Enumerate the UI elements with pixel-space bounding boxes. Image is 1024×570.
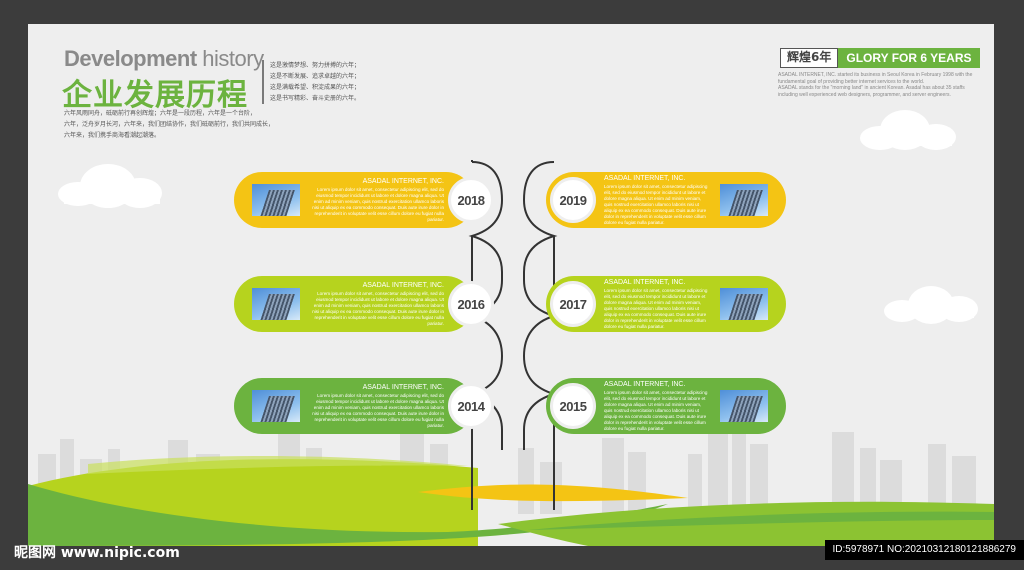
- milestone-2018: ASADAL INTERNET, INC. Lorem ipsum dolor …: [234, 172, 474, 228]
- building-photo: [720, 184, 768, 216]
- milestone-text: Lorem ipsum dolor sit amet, consectetur …: [604, 287, 708, 329]
- intro-line: 这是书写精彩、奋斗史册的六年。: [270, 95, 361, 102]
- company-name: ASADAL INTERNET, INC.: [604, 278, 686, 286]
- intro-line: 这是满载希望、积淀成果的六年；: [270, 84, 361, 91]
- milestone-text: Lorem ipsum dolor sit amet, consectetur …: [312, 186, 444, 222]
- title-english-light: history: [196, 46, 264, 71]
- year-badge-2016: 2016: [448, 281, 494, 327]
- milestone-2014: ASADAL INTERNET, INC. Lorem ipsum dolor …: [234, 378, 474, 434]
- badge-green-label: GLORY FOR 6 YEARS: [838, 48, 980, 68]
- year-badge-2019: 2019: [550, 177, 596, 223]
- milestone-text: Lorem ipsum dolor sit amet, consectetur …: [604, 183, 708, 225]
- intro-list: 这是激情梦想、努力拼搏的六年； 这是不断发展、追求卓越的六年； 这是满载希望、积…: [262, 60, 360, 104]
- building-photo: [252, 390, 300, 422]
- year-badge-2014: 2014: [448, 383, 494, 429]
- milestone-2016: ASADAL INTERNET, INC. Lorem ipsum dolor …: [234, 276, 474, 332]
- poster-board: Development history 企业发展历程 这是激情梦想、努力拼搏的六…: [28, 24, 994, 546]
- image-id-bar: ID:5978971 NO:20210312180121886279: [824, 540, 1024, 560]
- glory-badge: 辉煌6年 GLORY FOR 6 YEARS: [780, 48, 980, 68]
- company-name: ASADAL INTERNET, INC.: [362, 383, 444, 391]
- company-name: ASADAL INTERNET, INC.: [604, 174, 686, 182]
- intro-paragraph: 六年风雨同舟，砥砺前行再创辉煌；六年是一段历程，六年是一个台阶， 六年，泛舟岁月…: [64, 108, 274, 141]
- title-english: Development history: [64, 46, 264, 72]
- building-photo: [252, 288, 300, 320]
- building-photo: [252, 184, 300, 216]
- year-badge-2015: 2015: [550, 383, 596, 429]
- milestone-text: Lorem ipsum dolor sit amet, consectetur …: [312, 290, 444, 326]
- intro-paragraph-line: 六年来，我们携手商海看潮起潮落。: [64, 132, 161, 139]
- cloud-mid-right: [884, 286, 978, 324]
- cloud-left: [58, 164, 168, 208]
- ground-waves: [28, 456, 994, 546]
- intro-line: 这是激情梦想、努力拼搏的六年；: [270, 62, 361, 69]
- building-photo: [720, 390, 768, 422]
- badge-dark-label: 辉煌6年: [780, 48, 839, 68]
- badge-description: ASADAL INTERNET, INC. started its busine…: [778, 72, 973, 98]
- milestone-text: Lorem ipsum dolor sit amet, consectetur …: [312, 392, 444, 428]
- intro-paragraph-line: 六年，泛舟岁月长河，六年来，我们团结协作，我们砥砺前行，我们共同成长，: [64, 121, 275, 128]
- badge-text-line: fundamental goal of providing better int…: [778, 78, 925, 85]
- title-english-bold: Development: [64, 46, 197, 71]
- milestone-text: Lorem ipsum dolor sit amet, consectetur …: [604, 389, 708, 431]
- year-badge-2017: 2017: [550, 281, 596, 327]
- title-chinese: 企业发展历程: [62, 78, 248, 113]
- cloud-top-right: [860, 110, 960, 150]
- company-name: ASADAL INTERNET, INC.: [362, 281, 444, 289]
- year-badge-2018: 2018: [448, 177, 494, 223]
- company-name: ASADAL INTERNET, INC.: [362, 177, 444, 185]
- badge-text-line: including well experienced web designers…: [778, 91, 951, 98]
- intro-line: 这是不断发展、追求卓越的六年；: [270, 73, 361, 80]
- watermark-logo: 昵图网 www.nipic.com: [14, 545, 180, 561]
- building-photo: [720, 288, 768, 320]
- badge-text-line: ASADAL INTERNET, INC. started its busine…: [778, 72, 973, 78]
- badge-text-line: ASADAL stands for the "morning land" in …: [778, 85, 965, 91]
- intro-paragraph-line: 六年风雨同舟，砥砺前行再创辉煌；六年是一段历程，六年是一个台阶，: [64, 110, 257, 117]
- company-name: ASADAL INTERNET, INC.: [604, 380, 686, 388]
